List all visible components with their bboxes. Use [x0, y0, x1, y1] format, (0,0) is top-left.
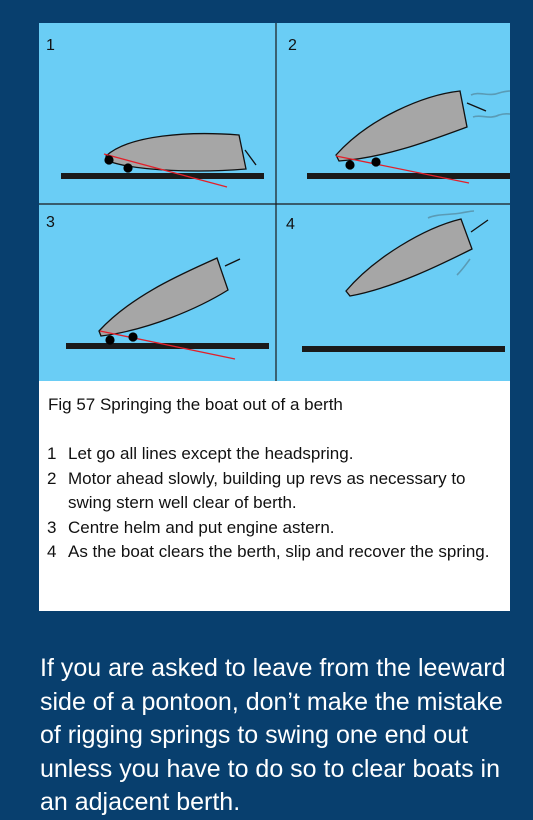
fender — [128, 332, 138, 342]
prop-wash — [470, 90, 510, 96]
step-number: 2 — [47, 468, 57, 488]
list-item: 4 As the boat clears the berth, slip and … — [47, 540, 497, 565]
prop-wash — [427, 210, 475, 219]
spring-line — [99, 330, 236, 360]
fender — [123, 163, 133, 173]
spring-line — [335, 155, 470, 184]
spring-line — [103, 153, 228, 188]
outboard-leg — [244, 149, 257, 166]
panel-number-1: 1 — [46, 37, 55, 54]
panel-number-3: 3 — [46, 214, 55, 231]
figure: 1 2 3 4 Fig 57 Springing the boat out of… — [39, 23, 510, 611]
panel-number-2: 2 — [288, 37, 297, 54]
outboard-leg — [466, 102, 487, 112]
step-text: Centre helm and put engine astern. — [68, 517, 335, 537]
panel-4-scene — [302, 210, 505, 352]
prop-wash — [472, 112, 510, 118]
step-text: Let go all lines except the headspring. — [68, 444, 354, 463]
step-number: 3 — [47, 517, 57, 537]
step-text: As the boat clears the berth, slip and r… — [68, 542, 490, 561]
fender — [104, 155, 114, 165]
outboard-leg — [470, 219, 489, 233]
body-paragraph: If you are asked to leave from the leewa… — [40, 654, 506, 816]
pontoon — [66, 343, 269, 349]
step-number: 4 — [47, 542, 57, 561]
step-text: Motor ahead slowly, building up revs as … — [68, 468, 466, 513]
boat-hull — [98, 257, 229, 337]
list-item: 3 Centre helm and put engine astern. — [47, 516, 497, 541]
diagram — [39, 23, 510, 381]
pontoon — [307, 173, 510, 179]
panel-number-4: 4 — [286, 216, 295, 233]
list-item: 2 Motor ahead slowly, building up revs as… — [47, 467, 497, 516]
boat-hull — [335, 90, 468, 162]
caption-steps: 1 Let go all lines except the headspring.… — [47, 442, 497, 565]
outboard-leg — [224, 258, 241, 267]
fender — [345, 160, 355, 170]
fender — [371, 157, 381, 167]
panel-3-scene — [66, 257, 269, 360]
fender — [105, 335, 115, 345]
panel-1-scene — [61, 132, 264, 188]
step-number: 1 — [47, 444, 57, 463]
boat-hull — [345, 218, 473, 297]
pontoon — [302, 346, 505, 352]
prop-wash — [456, 258, 471, 276]
figure-caption-title: Fig 57 Springing the boat out of a berth — [48, 395, 343, 414]
list-item: 1 Let go all lines except the headspring. — [47, 442, 497, 467]
pontoon — [61, 173, 264, 179]
panel-2-scene — [307, 90, 510, 184]
boat-hull — [105, 132, 247, 172]
